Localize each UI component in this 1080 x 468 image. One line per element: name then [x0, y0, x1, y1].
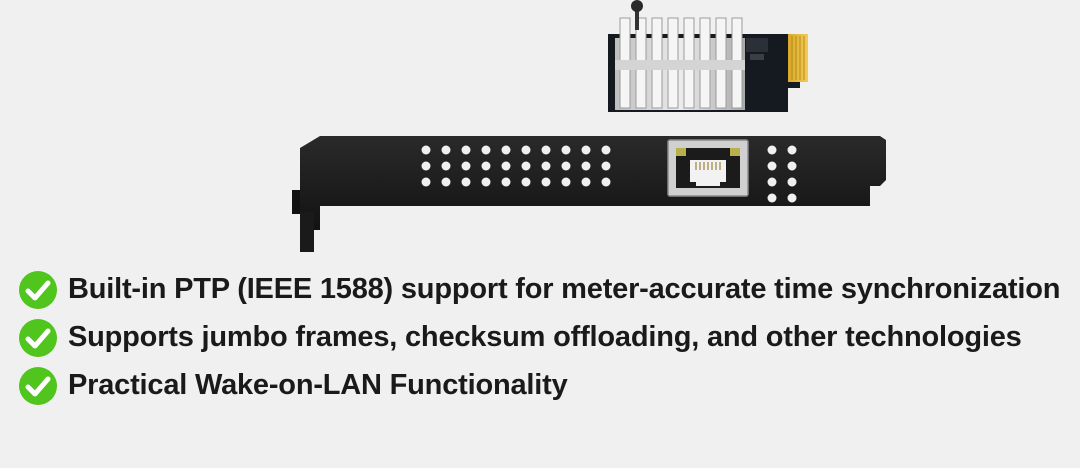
feature-text: Practical Wake-on-LAN Functionality	[68, 369, 568, 401]
feature-item: Supports jumbo frames, checksum offloadi…	[18, 316, 1068, 358]
check-circle-icon	[19, 367, 57, 405]
feature-item: Built-in PTP (IEEE 1588) support for met…	[18, 268, 1068, 310]
feature-item: Practical Wake-on-LAN Functionality	[18, 364, 1068, 406]
feature-list: Built-in PTP (IEEE 1588) support for met…	[18, 268, 1068, 412]
network-card-image	[292, 0, 886, 252]
feature-text: Supports jumbo frames, checksum offloadi…	[68, 321, 1022, 353]
feature-text: Built-in PTP (IEEE 1588) support for met…	[68, 273, 1061, 305]
check-circle-icon	[19, 319, 57, 357]
check-circle-icon	[19, 271, 57, 309]
